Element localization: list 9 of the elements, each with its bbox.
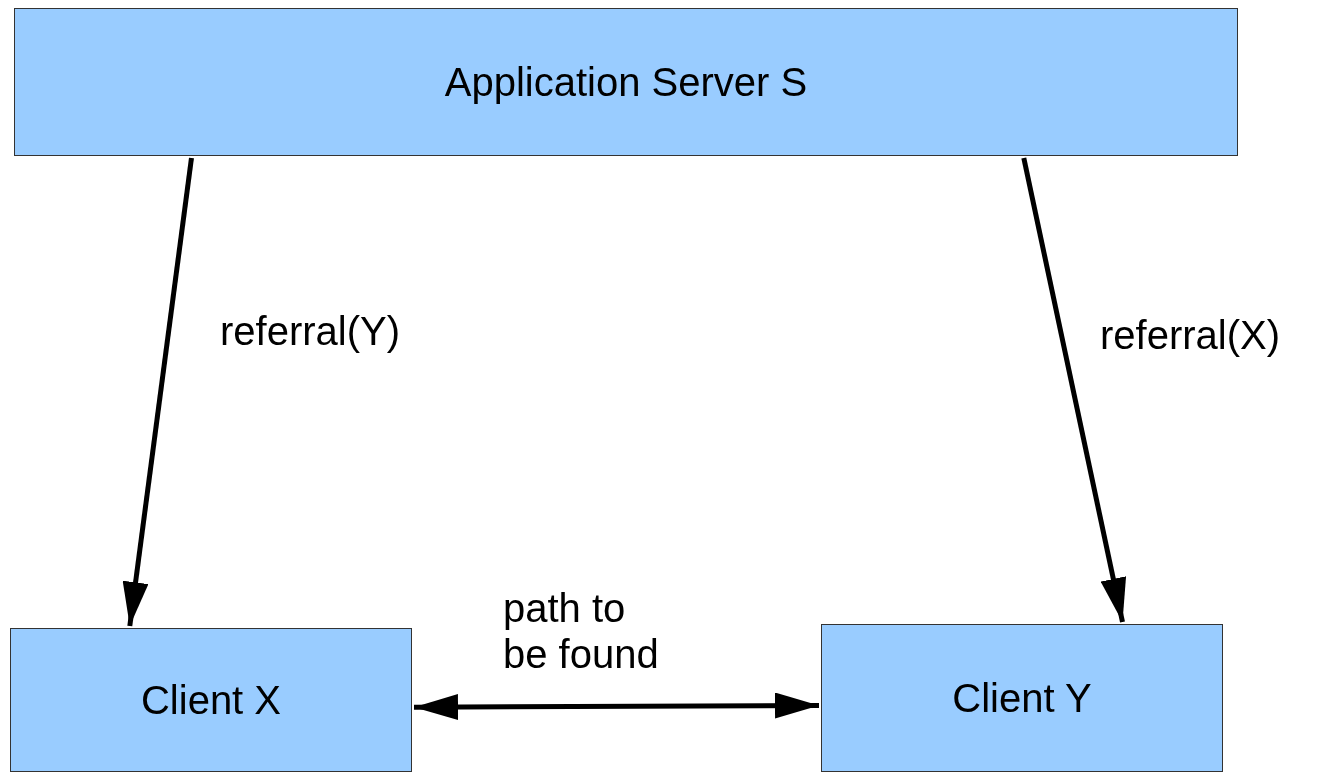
process-box [821,624,1223,772]
box-label: Client Y [952,675,1092,721]
arrow [414,692,819,720]
process-box [10,628,412,772]
box-label: Client X [140,677,282,723]
process-box [14,8,1238,156]
arrow [122,157,194,627]
arrow [1021,157,1127,623]
box-label: Application Server S [444,59,808,105]
